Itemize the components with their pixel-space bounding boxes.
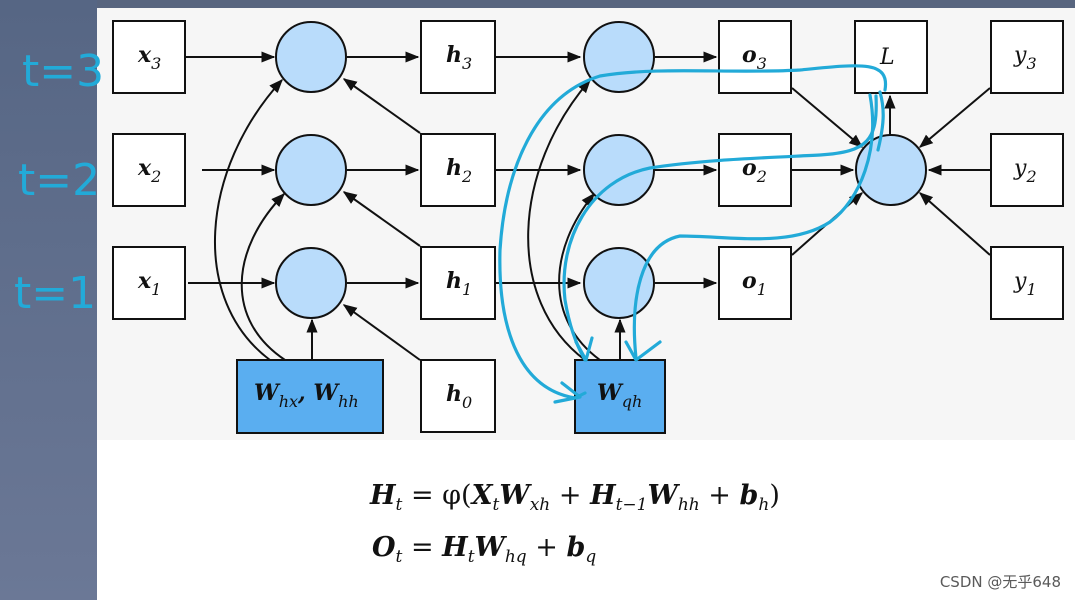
- h3-box: [420, 20, 496, 94]
- annotation-t1: t=1: [14, 268, 96, 319]
- edge-wh-node3: [213, 78, 283, 361]
- h0-box: [420, 359, 496, 433]
- gradient-path-outer: [498, 64, 888, 400]
- handwritten-annotations: t=3 t=2 t=1: [14, 46, 888, 404]
- x1-box: [112, 246, 186, 320]
- x1-label: x1: [137, 268, 161, 299]
- x3-box: [112, 20, 186, 94]
- h2-box: [420, 133, 496, 207]
- hidden-node-3: [275, 21, 347, 93]
- gradient-path-inner: [632, 93, 875, 360]
- h3-label: h3: [446, 42, 472, 73]
- parameter-boxes: Whx, Whh Wqh: [236, 359, 666, 434]
- top-margin: [97, 0, 1075, 8]
- edge-h2-node3: [342, 78, 421, 134]
- o3-box: [718, 20, 792, 94]
- o1-box: [718, 246, 792, 320]
- gradient-path-tail: [876, 90, 885, 152]
- y3-box: [990, 20, 1064, 94]
- y1-label: y1: [1013, 269, 1037, 299]
- gradient-path-middle-arrowhead: [574, 336, 594, 362]
- input-column: x3 x2 x1: [112, 20, 186, 320]
- y2-box: [990, 133, 1064, 207]
- hidden-nodes: [275, 21, 347, 319]
- h1-box: [420, 246, 496, 320]
- o2-box: [718, 133, 792, 207]
- w-hidden-box: [236, 359, 384, 434]
- h1-label: h1: [446, 268, 472, 299]
- x2-box: [112, 133, 186, 207]
- w-hidden-label: Whx, Whh: [254, 380, 359, 411]
- hidden-node-2: [275, 134, 347, 206]
- output-node-1: [583, 247, 655, 319]
- L-label: L: [879, 45, 895, 70]
- edge-o3-loss: [791, 87, 864, 148]
- watermark: CSDN @无乎648: [939, 573, 1061, 591]
- edge-h1-node2: [342, 191, 421, 247]
- annotation-t3: t=3: [22, 46, 104, 97]
- edge-y1-loss: [918, 192, 991, 256]
- output-equation: Ot = HtWhq + bq: [372, 532, 597, 567]
- output-column: o3 o2 o1: [718, 20, 792, 320]
- y3-label: y3: [1013, 43, 1037, 73]
- y1-box: [990, 246, 1064, 320]
- o2-label: o2: [742, 155, 767, 186]
- x2-label: x2: [137, 155, 161, 186]
- annotation-t2: t=2: [18, 155, 100, 206]
- hidden-state-column: h3 h2 h1 h0: [420, 20, 496, 433]
- edge-wq-node2: [558, 192, 601, 361]
- gradient-path-middle: [562, 94, 878, 362]
- gradient-path-inner-arrowhead: [624, 340, 662, 362]
- output-node-2: [583, 134, 655, 206]
- h0-label: h0: [446, 381, 472, 412]
- hidden-state-equation: Ht = φ(XtWxh + Ht−1Whh + bh): [370, 480, 780, 515]
- y2-label: y2: [1013, 156, 1037, 186]
- o3-label: o3: [742, 42, 767, 73]
- edge-h0-node1: [342, 304, 421, 361]
- edge-y3-loss: [918, 87, 991, 148]
- loss-column: L: [854, 20, 928, 206]
- output-node-3: [583, 21, 655, 93]
- L-box: [854, 20, 928, 94]
- h2-label: h2: [446, 155, 472, 186]
- edge-wq-node3: [527, 78, 591, 361]
- loss-node: [855, 134, 927, 206]
- edge-wh-node2: [240, 192, 286, 361]
- left-margin: [0, 0, 97, 600]
- o1-label: o1: [742, 268, 767, 299]
- hidden-node-1: [275, 247, 347, 319]
- label-column: y3 y2 y1: [990, 20, 1064, 320]
- w-output-label: Wqh: [597, 380, 642, 411]
- x3-label: x3: [137, 42, 161, 73]
- gradient-path-outer-arrowhead: [553, 381, 582, 404]
